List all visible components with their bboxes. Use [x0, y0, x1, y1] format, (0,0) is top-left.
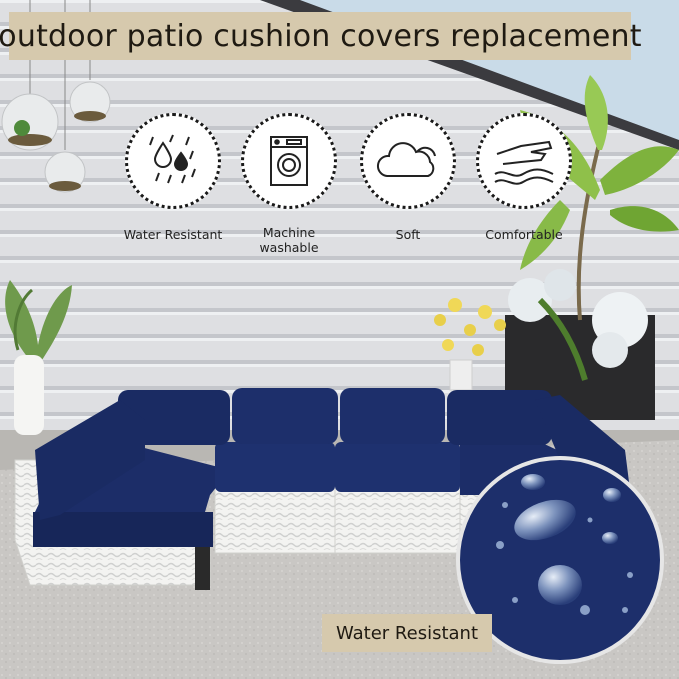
badge-label: Water Resistant [335, 622, 478, 644]
title-banner: outdoor patio cushion covers replacement [0, 12, 642, 60]
water-resistant-badge: Water Resistant [322, 614, 492, 652]
yellow-flowers [434, 298, 506, 391]
hand-touch-icon [476, 113, 572, 209]
feature-water-resistant: Water Resistant [121, 113, 225, 242]
potted-plant-left [5, 280, 72, 435]
hanging-planter-3 [44, 0, 86, 193]
feature-label: Soft [395, 227, 421, 242]
page-title: outdoor patio cushion covers replacement [0, 18, 642, 54]
fabric-closeup [456, 456, 664, 664]
feature-soft: Soft [356, 113, 460, 242]
washing-machine-icon [241, 113, 337, 209]
sectional-sofa [14, 388, 631, 590]
cloud-icon [360, 113, 456, 209]
hanging-planter-1 [1, 0, 59, 151]
water-drops-icon [125, 113, 221, 209]
feature-label: Water Resistant [123, 227, 223, 242]
feature-comfortable: Comfortable [472, 113, 576, 242]
feature-label: Comfortable [485, 227, 563, 242]
